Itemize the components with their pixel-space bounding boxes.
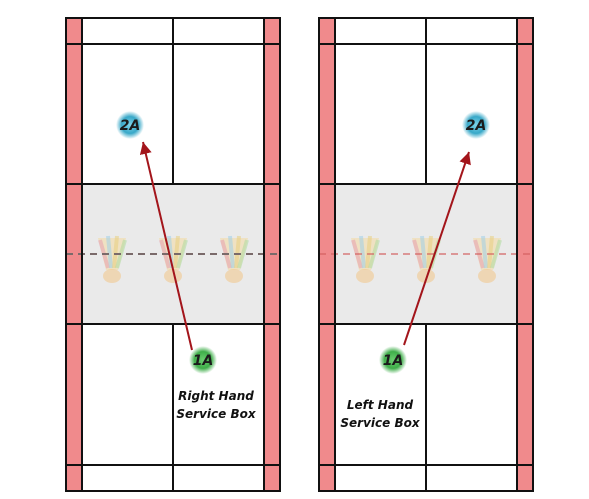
service-box-label-line1: Left Hand [347, 398, 414, 412]
court-boundary [318, 17, 534, 492]
shuttlecock-watermark-icon [349, 234, 503, 285]
server-label: 1A [383, 353, 404, 369]
receiver-marker: 2A [116, 111, 144, 139]
server-label: 1A [193, 353, 214, 369]
serve-arrow [403, 151, 471, 346]
receiver-label: 2A [466, 118, 487, 134]
service-box-label-line2: Service Box [176, 407, 256, 421]
receiver-marker: 2A [462, 111, 490, 139]
court-left: 2A 1A Right Hand Service Box [65, 17, 281, 492]
receiver-label: 2A [120, 118, 141, 134]
serve-arrow [139, 141, 193, 351]
service-box-label-line1: Right Hand [178, 389, 254, 403]
server-marker: 1A [379, 346, 407, 374]
service-box-label-line2: Service Box [340, 416, 420, 430]
court-right: 2A 1A Left Hand Service Box [318, 17, 534, 492]
court-boundary [65, 17, 281, 492]
shuttlecock-watermark-icon [96, 234, 250, 285]
server-marker: 1A [189, 346, 217, 374]
